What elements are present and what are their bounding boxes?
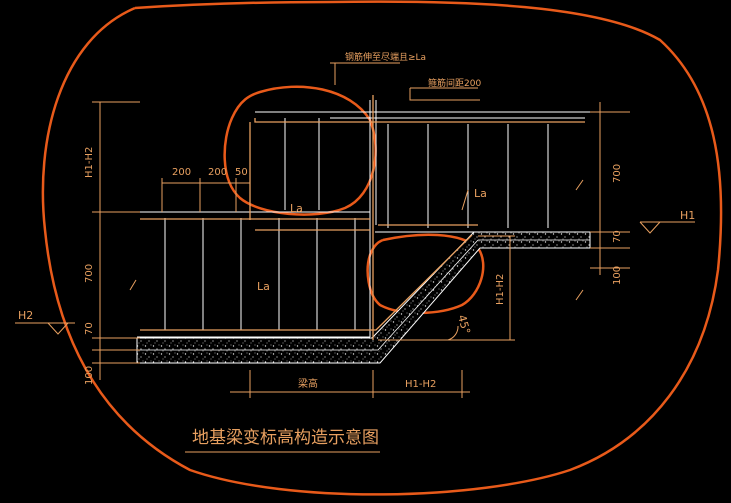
dimension-lines — [15, 62, 695, 398]
rebar — [140, 95, 585, 340]
stirrup-note-label: 箍筋间距200 — [428, 77, 481, 89]
upper-corner-markup — [223, 85, 377, 216]
dim-100-right: 100 — [612, 266, 623, 285]
dim-50: 50 — [235, 167, 248, 178]
beam-outline — [137, 100, 590, 338]
beam-height-label: 梁高 — [298, 377, 318, 390]
dim-200b: 200 — [208, 167, 227, 178]
la-mid-label: La — [474, 187, 487, 200]
dim-h1-minus-h2-right: H1-H2 — [495, 274, 506, 305]
h2-label: H2 — [18, 309, 33, 322]
dim-70-right: 70 — [612, 230, 623, 243]
la-upper-label: La — [290, 202, 303, 215]
dim-70-left: 70 — [84, 322, 95, 335]
angle-label: 45° — [455, 313, 473, 335]
concrete-bedding — [136, 231, 591, 364]
dim-h1-minus-h2-bottom: H1-H2 — [405, 379, 436, 390]
dim-700-right: 700 — [612, 164, 623, 183]
dim-700-left: 700 — [84, 264, 95, 283]
diagram-title: 地基梁变标高构造示意图 — [192, 428, 379, 448]
dim-200a: 200 — [172, 167, 191, 178]
la-lower-label: La — [257, 280, 270, 293]
top-note-label: 钢筋伸至尽端且≥La — [345, 51, 426, 63]
dim-h1-minus-h2-left: H1-H2 — [84, 147, 95, 178]
outer-markup-loop — [41, 0, 723, 496]
h1-label: H1 — [680, 209, 695, 222]
dim-100-left: 100 — [84, 366, 95, 385]
